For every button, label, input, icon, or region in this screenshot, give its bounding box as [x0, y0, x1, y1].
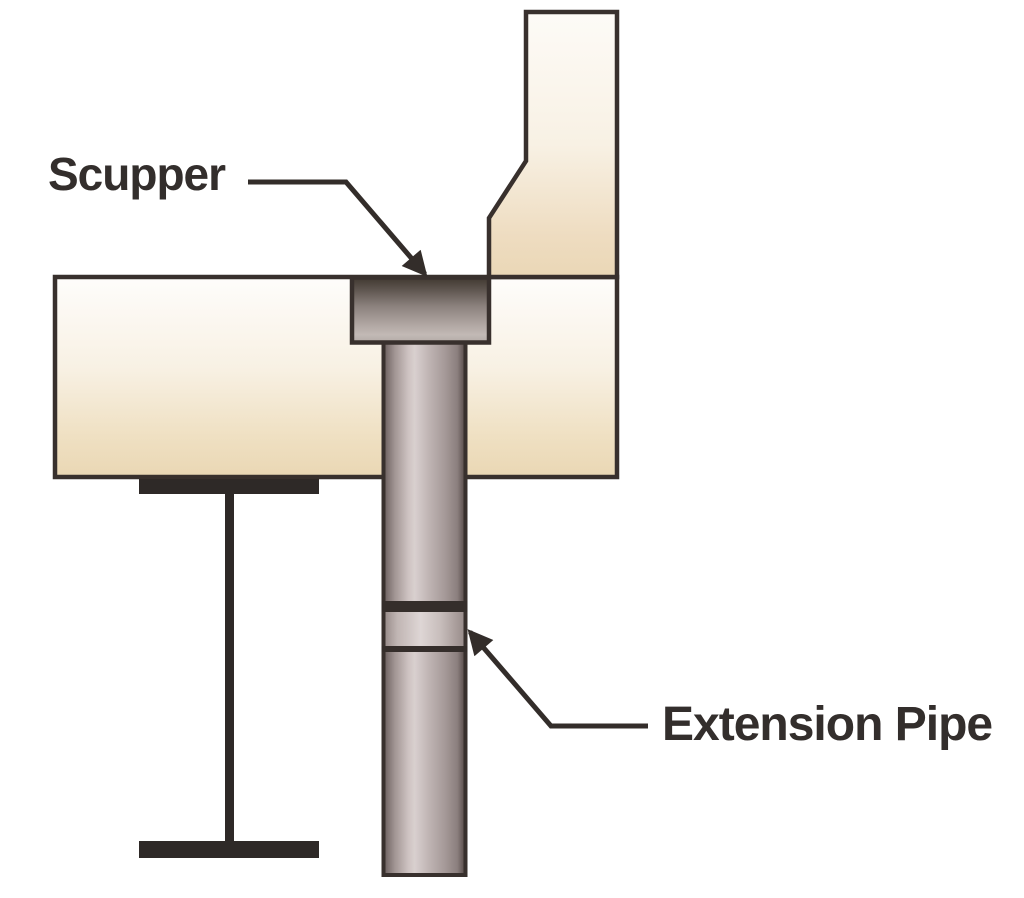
scupper-leader-arrow — [248, 179, 428, 277]
girder-bottom-flange — [139, 841, 319, 858]
extension-pipe-label: Extension Pipe — [662, 698, 993, 751]
coupling-top-edge — [381, 601, 468, 612]
steel-girder — [139, 479, 319, 858]
scupper-label: Scupper — [48, 148, 226, 200]
barrier-parapet — [486, 9, 620, 280]
coupling-bottom-edge — [381, 646, 468, 652]
extension-pipe-coupling — [381, 601, 468, 652]
coupling-band — [385, 612, 464, 646]
girder-web — [225, 492, 234, 843]
extension-pipe-leader-arrow — [467, 629, 648, 729]
deck-slab — [52, 274, 620, 480]
scupper-body — [349, 275, 492, 345]
girder-top-flange — [139, 479, 319, 494]
